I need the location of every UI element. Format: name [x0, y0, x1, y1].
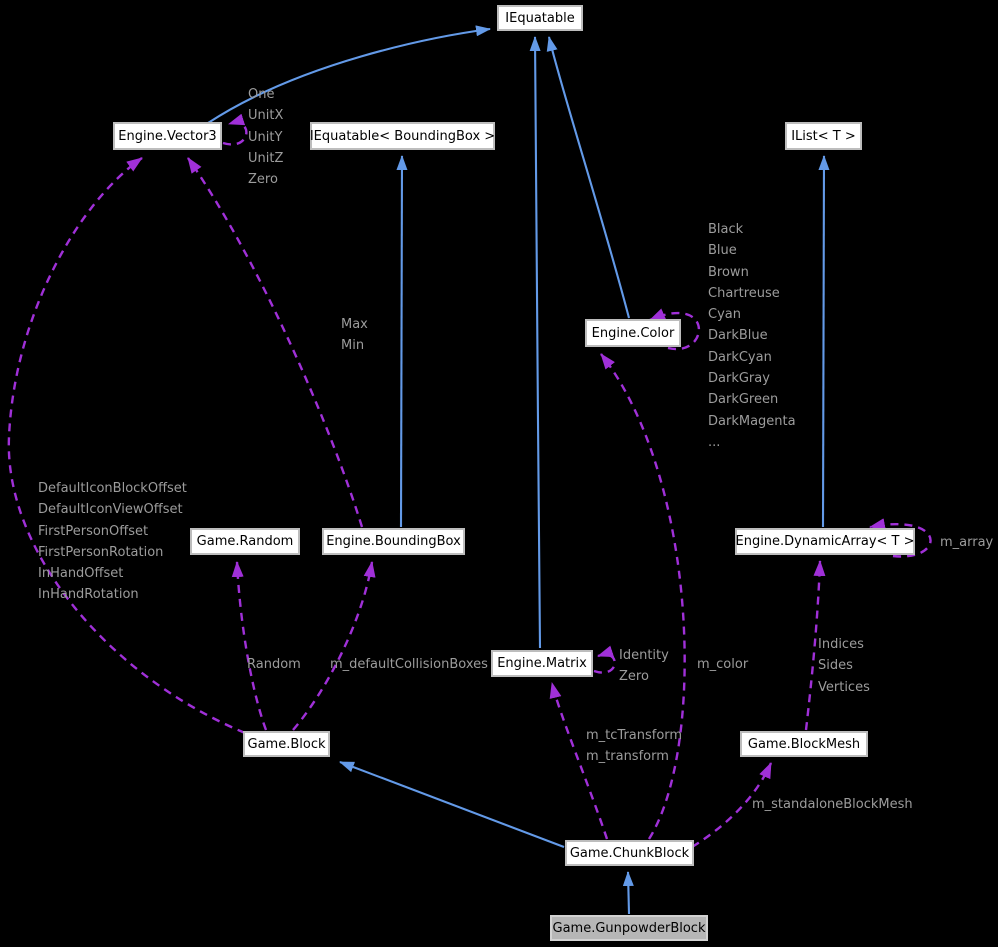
node-engine-boundingbox[interactable]: Engine.BoundingBox	[322, 528, 465, 555]
edge-label: m_standaloneBlockMesh	[752, 797, 913, 812]
node-ilist-t-label: IList< T >	[791, 128, 856, 144]
node-game-gunpowderblock[interactable]: Game.GunpowderBlock	[550, 915, 708, 941]
edge-labels-color-self: Black Blue Brown Chartreuse Cyan DarkBlu…	[708, 219, 796, 453]
edge-label: DarkCyan	[708, 349, 772, 365]
edge-label: Cyan	[708, 307, 741, 323]
edge-label: m_color	[697, 657, 749, 672]
edge-labels-block-to-boundingbox: m_defaultCollisionBoxes	[330, 654, 488, 675]
edge-vector3-to-iequatable	[207, 25, 491, 124]
edge-label: m_defaultCollisionBoxes	[330, 657, 488, 672]
node-engine-matrix[interactable]: Engine.Matrix	[491, 650, 593, 677]
edge-label: One	[248, 87, 275, 102]
edge-label: DarkGray	[708, 371, 770, 387]
edge-label: DarkMagenta	[708, 413, 796, 429]
node-engine-color-label: Engine.Color	[591, 325, 675, 341]
edge-matrix-self-loop	[593, 645, 616, 674]
node-iequatable-boundingbox[interactable]: IEquatable< BoundingBox >	[310, 122, 495, 150]
edge-label: Zero	[619, 669, 649, 685]
edge-label: m_transform	[586, 749, 669, 765]
edge-labels-dynamicarray-self: m_array	[940, 532, 993, 553]
edge-block-to-random	[231, 561, 268, 731]
edge-block-to-vector3	[7, 157, 246, 735]
node-game-blockmesh[interactable]: Game.BlockMesh	[740, 731, 868, 757]
edge-label: Zero	[248, 172, 278, 188]
edge-dynamicarray-self-loop	[869, 518, 932, 558]
node-game-blockmesh-label: Game.BlockMesh	[747, 736, 861, 752]
node-engine-boundingbox-label: Engine.BoundingBox	[326, 534, 461, 549]
edge-label: DarkBlue	[708, 328, 768, 344]
edge-labels-boundingbox-to-vector3: Max Min	[341, 314, 368, 357]
edge-matrix-to-iequatable	[529, 36, 542, 649]
node-game-chunkblock[interactable]: Game.ChunkBlock	[565, 840, 694, 866]
edge-label: Brown	[708, 264, 749, 280]
edge-chunkblock-to-matrix	[549, 682, 609, 840]
edge-dynamicarray-to-ilist	[818, 155, 830, 528]
edge-blockmesh-to-dynamicarray	[804, 560, 826, 731]
edge-block-to-boundingbox	[292, 561, 376, 731]
edge-label: Sides	[818, 658, 853, 674]
node-engine-dynamicarray-t-label: Engine.DynamicArray< T >	[735, 534, 915, 549]
node-game-block-label: Game.Block	[247, 736, 326, 752]
node-game-random-label: Game.Random	[196, 534, 294, 549]
node-game-block[interactable]: Game.Block	[243, 731, 330, 757]
node-ilist-t[interactable]: IList< T >	[785, 122, 862, 150]
edge-label: FirstPersonRotation	[38, 544, 164, 560]
edge-color-self-loop	[649, 308, 700, 351]
node-game-chunkblock-label: Game.ChunkBlock	[569, 845, 690, 861]
edge-label: UnitX	[248, 108, 284, 124]
edge-labels-matrix-self: Identity Zero	[619, 645, 669, 688]
edge-label: DarkGreen	[708, 392, 779, 408]
edge-labels-block-to-random: Random	[247, 654, 301, 675]
edge-color-to-iequatable	[546, 36, 631, 319]
edge-label: Vertices	[818, 679, 870, 695]
node-engine-vector3-label: Engine.Vector3	[118, 128, 217, 144]
node-game-random[interactable]: Game.Random	[190, 528, 300, 555]
edge-label: Black	[708, 222, 744, 237]
edge-boundingbox-to-vector3	[187, 157, 364, 528]
edge-label: Identity	[619, 648, 669, 663]
edge-gunpowderblock-to-chunkblock	[622, 871, 634, 915]
edge-boundingbox-to-iequatable-boundingbox	[396, 155, 408, 528]
node-engine-color[interactable]: Engine.Color	[585, 319, 681, 347]
edge-label: m_tcTransform	[586, 728, 683, 743]
edge-chunkblock-to-block	[339, 761, 565, 848]
edge-label: InHandRotation	[38, 587, 139, 603]
node-engine-vector3[interactable]: Engine.Vector3	[113, 122, 222, 150]
edge-label: InHandOffset	[38, 566, 124, 582]
node-iequatable-boundingbox-label: IEquatable< BoundingBox >	[309, 128, 496, 144]
edge-label: DefaultIconViewOffset	[38, 502, 183, 518]
edge-label: Min	[341, 338, 365, 354]
edge-label: UnitZ	[248, 150, 284, 166]
edge-label: Random	[247, 657, 301, 672]
edge-label: Chartreuse	[708, 285, 780, 301]
edge-label: ...	[708, 434, 721, 450]
edge-labels-blockmesh-to-dynamicarray: Indices Sides Vertices	[818, 634, 870, 698]
edge-label: UnitY	[248, 129, 283, 145]
node-game-gunpowderblock-label: Game.GunpowderBlock	[552, 920, 706, 936]
edge-chunkblock-to-color	[600, 353, 686, 840]
node-engine-matrix-label: Engine.Matrix	[497, 656, 587, 671]
edge-labels-vector3-self: One UnitX UnitY UnitZ Zero	[248, 84, 283, 190]
edge-label: m_array	[940, 535, 994, 550]
edge-label: Blue	[708, 243, 737, 259]
edge-label: Indices	[818, 637, 864, 652]
node-engine-dynamicarray-t[interactable]: Engine.DynamicArray< T >	[735, 528, 915, 555]
edge-labels-block-to-vector3: DefaultIconBlockOffset DefaultIconViewOf…	[38, 478, 187, 606]
edge-labels-chunkblock-to-color: m_color	[697, 654, 748, 675]
edge-labels-chunkblock-to-matrix: m_tcTransform m_transform	[586, 725, 682, 768]
edge-label: Max	[341, 317, 368, 332]
edge-chunkblock-to-blockmesh	[691, 762, 773, 849]
node-iequatable[interactable]: IEquatable	[497, 5, 583, 31]
edge-label: FirstPersonOffset	[38, 523, 149, 539]
edge-labels-chunkblock-to-blockmesh: m_standaloneBlockMesh	[752, 794, 913, 815]
node-iequatable-label: IEquatable	[505, 10, 575, 26]
edge-vector3-self-loop	[222, 113, 248, 146]
edge-label: DefaultIconBlockOffset	[38, 481, 187, 496]
